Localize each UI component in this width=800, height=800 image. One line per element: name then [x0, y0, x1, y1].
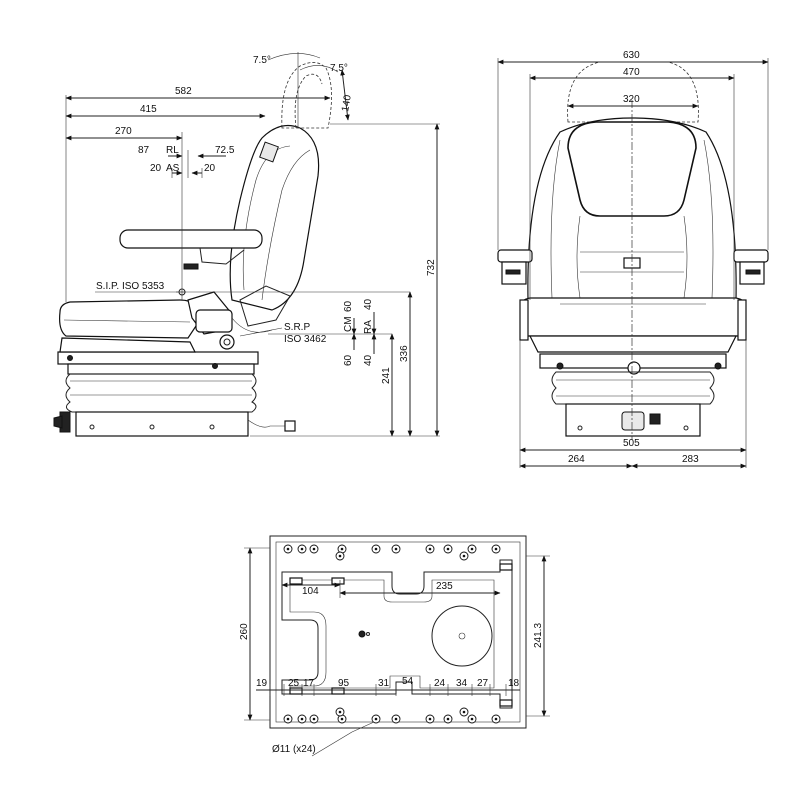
front-view: 630 470 320 505 264 283	[497, 50, 769, 469]
side-backrest	[229, 125, 320, 311]
side-dimensions	[65, 52, 440, 437]
dim-336: 336	[399, 345, 410, 362]
dim-505: 505	[623, 438, 640, 449]
dim-27: 27	[477, 678, 489, 689]
label-rl: RL	[166, 145, 179, 156]
dim-630: 630	[623, 50, 640, 61]
dim-241-3: 241.3	[533, 623, 544, 648]
dim-40-top: 40	[363, 298, 374, 310]
dim-20-right: 20	[204, 163, 216, 174]
mounting-hole-center	[340, 547, 344, 551]
dim-19: 19	[256, 678, 268, 689]
side-suspension	[53, 351, 296, 437]
front-dimensions	[497, 58, 769, 469]
angle-right-label: 7.5°	[330, 63, 348, 74]
mounting-hole-center	[494, 547, 498, 551]
mounting-hole-center	[300, 547, 304, 551]
front-seat-cushion	[519, 297, 747, 353]
label-iso3462: ISO 3462	[284, 334, 327, 345]
mounting-hole-center	[428, 717, 432, 721]
side-view: 7.5° 7.5° 140 582 415 270 87 RL 72.5 20 …	[53, 52, 440, 437]
dim-20-left: 20	[150, 163, 162, 174]
front-suspension	[539, 353, 727, 437]
mounting-hole-center	[340, 717, 344, 721]
label-sip: S.I.P. ISO 5353	[96, 281, 165, 292]
mounting-hole-center	[446, 547, 450, 551]
label-cm: CM	[343, 316, 354, 332]
dim-87: 87	[138, 145, 150, 156]
mounting-hole-center	[470, 547, 474, 551]
dim-270: 270	[115, 126, 132, 137]
mounting-hole-center	[494, 717, 498, 721]
headrest-travel-label: 140	[340, 94, 354, 113]
mounting-hole-center	[338, 554, 342, 558]
dim-320: 320	[623, 94, 640, 105]
dim-18: 18	[508, 678, 520, 689]
mounting-hole-center	[338, 710, 342, 714]
mounting-hole-center	[462, 554, 466, 558]
angle-left-label: 7.5°	[253, 55, 271, 66]
dim-104: 104	[302, 586, 319, 597]
dim-60-bottom: 60	[343, 354, 354, 366]
dim-582: 582	[175, 86, 192, 97]
base-dimensions	[244, 547, 550, 757]
mounting-hole-center	[374, 717, 378, 721]
dim-95: 95	[338, 678, 350, 689]
dim-40-bottom: 40	[363, 354, 374, 366]
mounting-holes	[283, 544, 501, 724]
dim-264: 264	[568, 454, 585, 465]
base-circular-opening	[431, 605, 493, 667]
base-plate-view: 104 235 260 241.3 19 25 17 95 31 54 24 3…	[239, 535, 550, 757]
dim-24: 24	[434, 678, 446, 689]
dim-241-side: 241	[381, 367, 392, 384]
label-srp: S.R.P	[284, 322, 310, 333]
dim-25: 25	[288, 678, 300, 689]
dim-415: 415	[140, 104, 157, 115]
hole-note: Ø11 (x24)	[272, 744, 316, 755]
dim-54: 54	[402, 676, 414, 687]
dim-732: 732	[426, 259, 437, 276]
side-armrest	[119, 229, 263, 265]
dim-283: 283	[682, 454, 699, 465]
base-plate-outline	[269, 535, 527, 729]
mounting-hole-center	[300, 717, 304, 721]
mounting-hole-center	[312, 717, 316, 721]
dim-31: 31	[378, 678, 390, 689]
dim-260: 260	[239, 623, 250, 640]
label-ra: RA	[363, 320, 374, 334]
dim-60-top: 60	[343, 300, 354, 312]
front-armrests	[497, 249, 769, 285]
dim-72-5: 72.5	[215, 145, 235, 156]
mounting-hole-center	[428, 547, 432, 551]
side-seat-cushion	[59, 299, 201, 353]
side-headrest	[281, 62, 332, 129]
mounting-hole-center	[286, 717, 290, 721]
mounting-hole-center	[286, 547, 290, 551]
mounting-hole-center	[446, 717, 450, 721]
dim-34: 34	[456, 678, 468, 689]
dim-235: 235	[436, 581, 453, 592]
dim-17: 17	[303, 678, 315, 689]
mounting-hole-center	[394, 547, 398, 551]
mounting-hole-center	[394, 717, 398, 721]
mounting-hole-center	[470, 717, 474, 721]
mounting-hole-center	[312, 547, 316, 551]
dim-470: 470	[623, 67, 640, 78]
mounting-hole-center	[374, 547, 378, 551]
label-as: AS	[166, 163, 180, 174]
mounting-hole-center	[462, 710, 466, 714]
